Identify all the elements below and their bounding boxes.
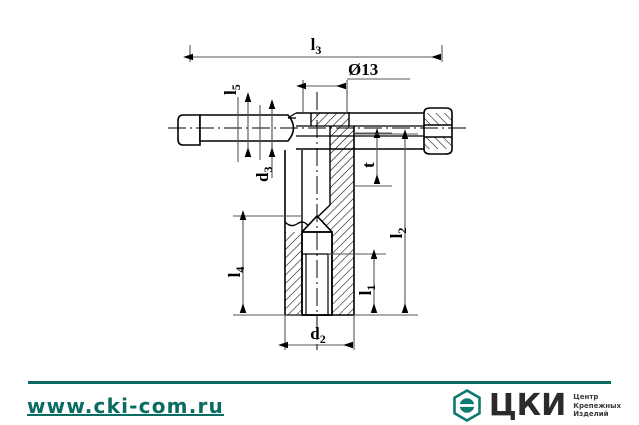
dim-diameter-13 [296,78,410,112]
brand-tagline-line-3: Изделий [573,410,609,419]
dim-label-l5-group: l5 [221,84,243,95]
dim-label-l4-base: l [225,272,244,277]
dim-d2 [278,315,355,350]
site-url-link[interactable]: www.cki-com.ru [27,394,224,418]
brand-tagline-line-1: Центр [573,393,599,402]
dim-label-d3-base: d [253,172,272,182]
dim-l1 [328,249,386,316]
dim-label-l2-group: l2 [387,228,409,239]
right-nut-outline [423,107,453,155]
dim-label-l1-base: l [356,290,375,295]
dim-label-diameter-13: Ø13 [348,60,378,79]
brand-block[interactable]: ЦКИ Центр Крепежных Изделий [452,389,621,422]
dim-label-l2-sub: 2 [395,228,409,234]
dim-l4 [233,210,302,316]
hexagon-logo-icon [453,389,481,422]
dim-label-d2-sub: 2 [320,332,326,346]
dim-label-l4-sub: 4 [233,267,247,273]
dim-label-l3-sub: 3 [315,43,321,57]
brand-tagline: Центр Крепежных Изделий [573,392,621,419]
dim-t [354,128,392,187]
dim-label-l3-base: l [311,35,316,54]
section-hatching [285,113,452,315]
dim-label-l1-sub: 1 [364,285,378,291]
technical-drawing: l3 l5 d3 Ø13 t l2 [168,35,470,350]
dimension-lines [183,45,443,350]
dim-label-t: t [359,162,378,168]
brand-name: ЦКИ [488,387,567,423]
dim-label-l1-group: l1 [356,285,378,296]
centre-lines [168,92,470,350]
dim-label-d2-group: d2 [310,324,325,346]
dim-label-l3-group: l3 [311,35,322,57]
dim-label-l5-base: l [221,90,240,95]
brand-tagline-line-2: Крепежных [573,401,621,410]
technical-drawing-canvas: l3 l5 d3 Ø13 t l2 [168,35,470,350]
left-head-outline [177,114,201,146]
dim-l3 [183,45,443,62]
dim-label-l4-group: l4 [225,267,247,278]
dim-label-d2-base: d [310,324,320,343]
dim-label-d3-group: d3 [253,167,275,182]
footer-divider [28,381,611,384]
dim-label-l5-sub: 5 [229,84,243,90]
dim-label-d3-sub: 3 [261,167,275,173]
page-footer: www.cki-com.ru ЦКИ Центр Крепежных Издел… [0,375,639,425]
dim-l5 [237,92,261,162]
dim-label-l2-base: l [387,233,406,238]
dimension-labels: l3 l5 d3 Ø13 t l2 [221,35,409,346]
break-line [284,221,310,228]
